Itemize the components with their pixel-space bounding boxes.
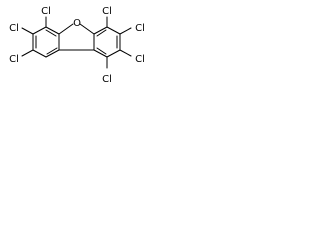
left-ring bbox=[32, 26, 60, 58]
bond bbox=[21, 27, 34, 35]
chlorine-label-left-upper: Cl bbox=[9, 23, 19, 34]
bond bbox=[79, 23, 95, 35]
bond bbox=[32, 26, 47, 35]
double-bond bbox=[96, 47, 107, 55]
substituent-bonds bbox=[21, 16, 132, 69]
bond bbox=[93, 49, 108, 58]
bond bbox=[93, 26, 108, 35]
chlorine-label-top-right: Cl bbox=[102, 6, 112, 17]
bond bbox=[106, 26, 121, 35]
bond bbox=[45, 49, 60, 58]
oxygen-label: O bbox=[73, 18, 81, 29]
chlorine-label-right-middle: Cl bbox=[135, 54, 145, 65]
bond bbox=[21, 49, 34, 57]
chlorine-label-top-left: Cl bbox=[41, 6, 51, 17]
atom-labels: O Cl Cl Cl Cl Cl Cl Cl bbox=[9, 6, 145, 85]
right-ring bbox=[93, 26, 121, 58]
bond bbox=[45, 26, 60, 35]
bond bbox=[58, 23, 74, 35]
chlorine-label-right-upper: Cl bbox=[135, 23, 145, 34]
bond bbox=[119, 27, 132, 35]
furan-ring bbox=[58, 23, 95, 51]
double-bond bbox=[45, 29, 57, 37]
molecule-structure: O Cl Cl Cl Cl Cl Cl Cl bbox=[9, 6, 145, 85]
bond bbox=[32, 49, 47, 58]
chlorine-label-bottom-right: Cl bbox=[102, 74, 112, 85]
double-bond bbox=[46, 47, 58, 55]
bond bbox=[106, 49, 121, 58]
double-bond bbox=[96, 29, 107, 37]
bond bbox=[119, 49, 132, 57]
chlorine-label-left-lower: Cl bbox=[9, 54, 19, 65]
